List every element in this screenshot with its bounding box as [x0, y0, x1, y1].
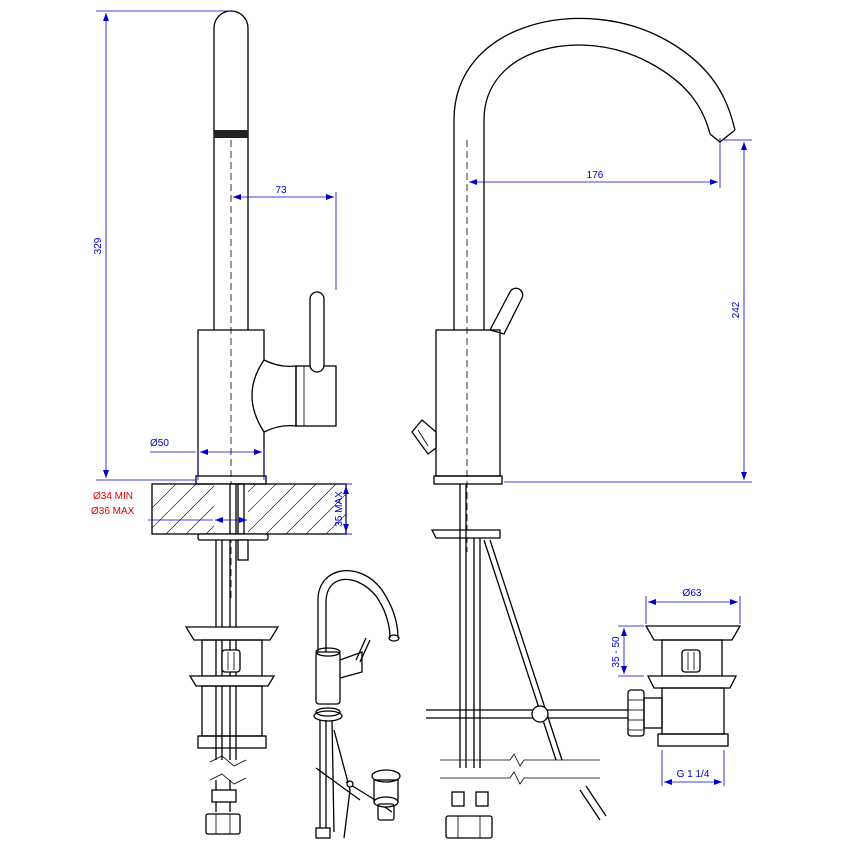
- waste-height-label: 35 - 50: [611, 636, 622, 668]
- lever-handle: [309, 291, 325, 373]
- waste-diameter-label: Ø63: [683, 588, 702, 599]
- spout-height-label: 242: [731, 301, 742, 318]
- fixing-stud: [237, 539, 249, 561]
- dimensions-side: 242 176 Ø63 35 - 50 G 1 1/4: [469, 138, 752, 786]
- height-total-label: 329: [93, 237, 104, 254]
- perspective-view: [313, 570, 401, 839]
- waste-thread-label: G 1 1/4: [677, 769, 710, 780]
- side-lever: [489, 287, 524, 335]
- mixer-body: [197, 329, 297, 476]
- lever-offset-label: 73: [275, 185, 287, 196]
- hole-max-label: Ø36 MAX: [91, 506, 135, 517]
- deck-section: [151, 483, 347, 535]
- mini-waste: [371, 769, 401, 783]
- front-view: 329 73 Ø50 35 MAX Ø34 MIN Ø36 MAX: [91, 10, 352, 835]
- fixing-nut: [197, 533, 269, 541]
- hose-connector: [205, 813, 241, 835]
- hole-min-label: Ø34 MIN: [93, 491, 133, 502]
- mini-spout: [317, 570, 399, 652]
- mini-body: [315, 651, 341, 705]
- deck-max-label: 35 MAX: [334, 491, 345, 527]
- spout-tube: [213, 10, 249, 330]
- spout-reach-label: 176: [587, 170, 604, 181]
- side-view: 242 176 Ø63 35 - 50 G 1 1/4: [411, 17, 752, 839]
- waste-nut: [627, 689, 645, 737]
- waste-front: [184, 626, 280, 749]
- pivot-ball: [531, 705, 549, 723]
- dimensions-front: 329 73 Ø50 35 MAX: [93, 10, 352, 535]
- base-diameter-label: Ø50: [150, 438, 169, 449]
- waste-side: [627, 625, 742, 747]
- side-connector: [445, 815, 493, 839]
- gooseneck-spout: [453, 17, 736, 330]
- aerator: [214, 130, 248, 138]
- side-body: [435, 329, 501, 477]
- lever-housing: [295, 365, 337, 427]
